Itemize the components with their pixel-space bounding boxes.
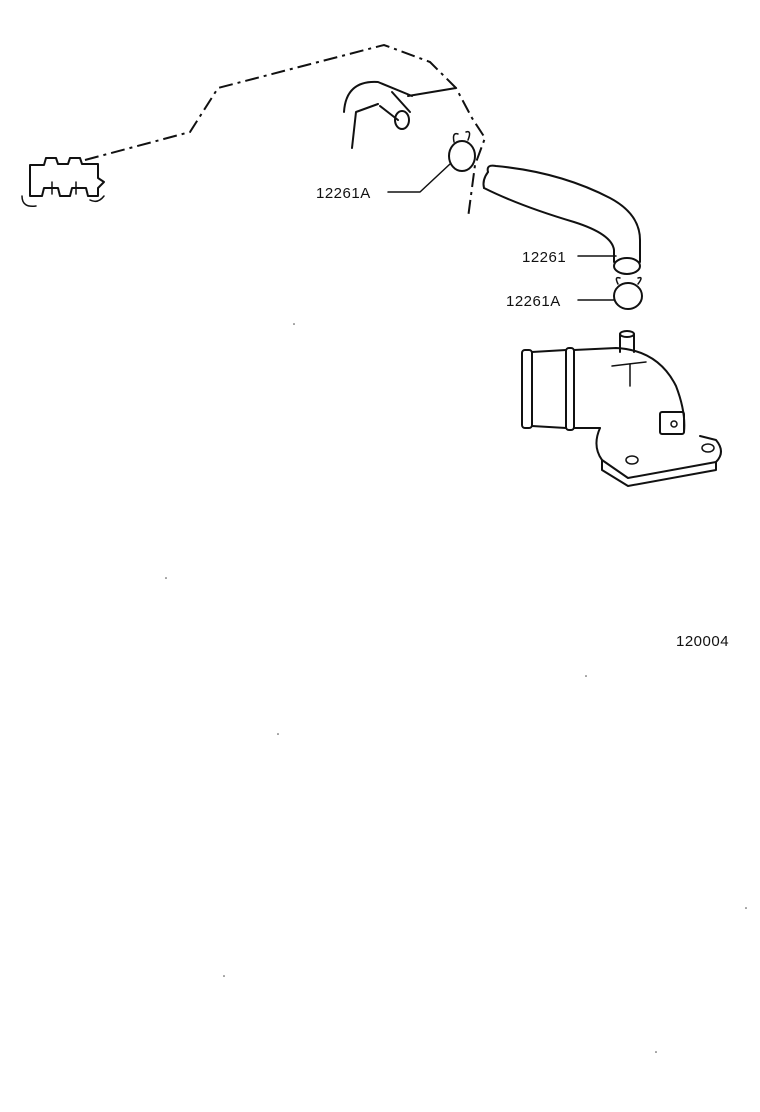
leader-lines	[387, 163, 617, 301]
hose-clamp-lower	[613, 276, 643, 310]
callout-12261a-upper: 12261A	[316, 185, 371, 202]
water-inlet-housing	[521, 330, 722, 487]
figure-number: 120004	[676, 633, 729, 650]
callout-12261a-lower: 12261A	[506, 293, 561, 310]
radiator-tank-part	[21, 157, 105, 208]
bypass-hose	[482, 164, 641, 275]
callout-12261: 12261	[522, 249, 566, 266]
engine-outlet-pipe	[343, 80, 457, 149]
engine-outline	[84, 43, 487, 219]
hose-clamp-upper	[448, 130, 476, 172]
scan-specks	[165, 323, 747, 1053]
